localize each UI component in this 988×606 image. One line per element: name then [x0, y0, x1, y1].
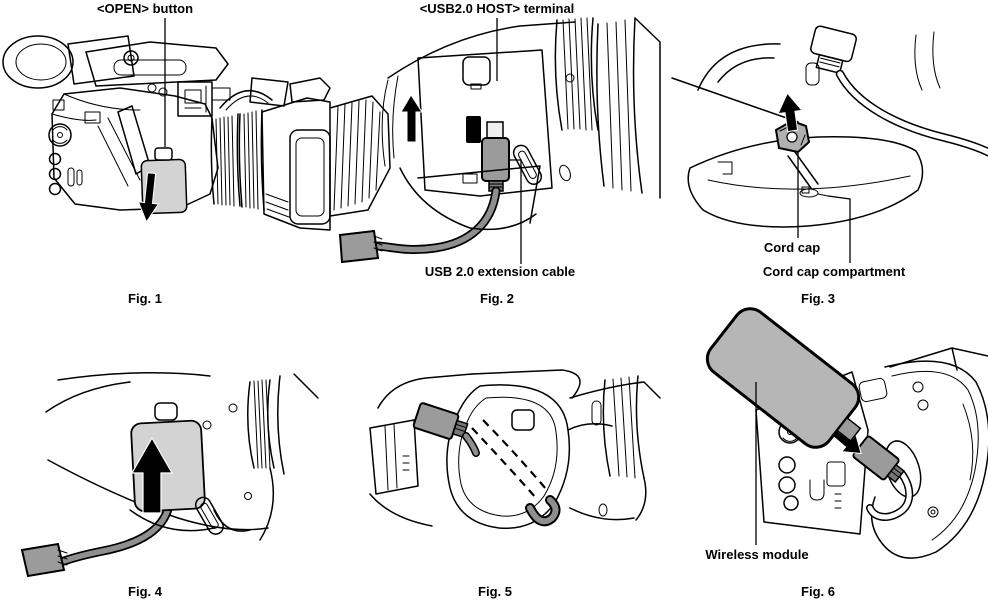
- fig1-camcorder-illustration: [2, 18, 331, 231]
- hidden-cable-dashed-line: [482, 419, 547, 490]
- usb-cable-leader-line: [509, 159, 522, 264]
- insert-up-arrow-icon: [400, 94, 423, 143]
- remove-up-arrow-icon: [777, 92, 803, 133]
- usb-female-connector: [20, 542, 66, 578]
- fig4-close-cover-illustration: [20, 372, 319, 578]
- fig5-caption: Fig. 5: [478, 584, 512, 599]
- close-up-arrow-icon: [130, 436, 174, 514]
- fig1-caption: Fig. 1: [128, 291, 162, 306]
- open-button-label: <OPEN> button: [96, 1, 194, 16]
- usb-extension-cable-label: USB 2.0 extension cable: [424, 264, 576, 279]
- fig5-strap-routing-illustration: [369, 369, 661, 530]
- hidden-cable-dashed-line: [471, 427, 537, 499]
- fig6-wireless-module-illustration: [705, 307, 988, 559]
- usb-host-terminal-slot: [466, 116, 481, 143]
- cord-cap-label: Cord cap: [763, 240, 821, 255]
- slide-down-arrow-icon: [137, 172, 160, 223]
- fig2-caption: Fig. 2: [480, 291, 514, 306]
- fig3-cord-cap-illustration: [671, 25, 988, 263]
- usb-plug: [481, 137, 510, 182]
- cord-cap-compartment-latch: [799, 186, 829, 198]
- cord-cap-compartment-leader-line: [827, 195, 851, 263]
- wireless-module-label: Wireless module: [705, 547, 809, 562]
- cord-cap-compartment-label: Cord cap compartment: [762, 264, 906, 279]
- open-button: [154, 147, 173, 161]
- usb-female-connector: [338, 229, 380, 264]
- fig3-caption: Fig. 3: [801, 291, 835, 306]
- usb-host-terminal-label: <USB2.0 HOST> terminal: [419, 1, 575, 16]
- fig6-caption: Fig. 6: [801, 584, 835, 599]
- fig4-caption: Fig. 4: [128, 584, 162, 599]
- fig2-usb-terminal-illustration: [329, 17, 661, 264]
